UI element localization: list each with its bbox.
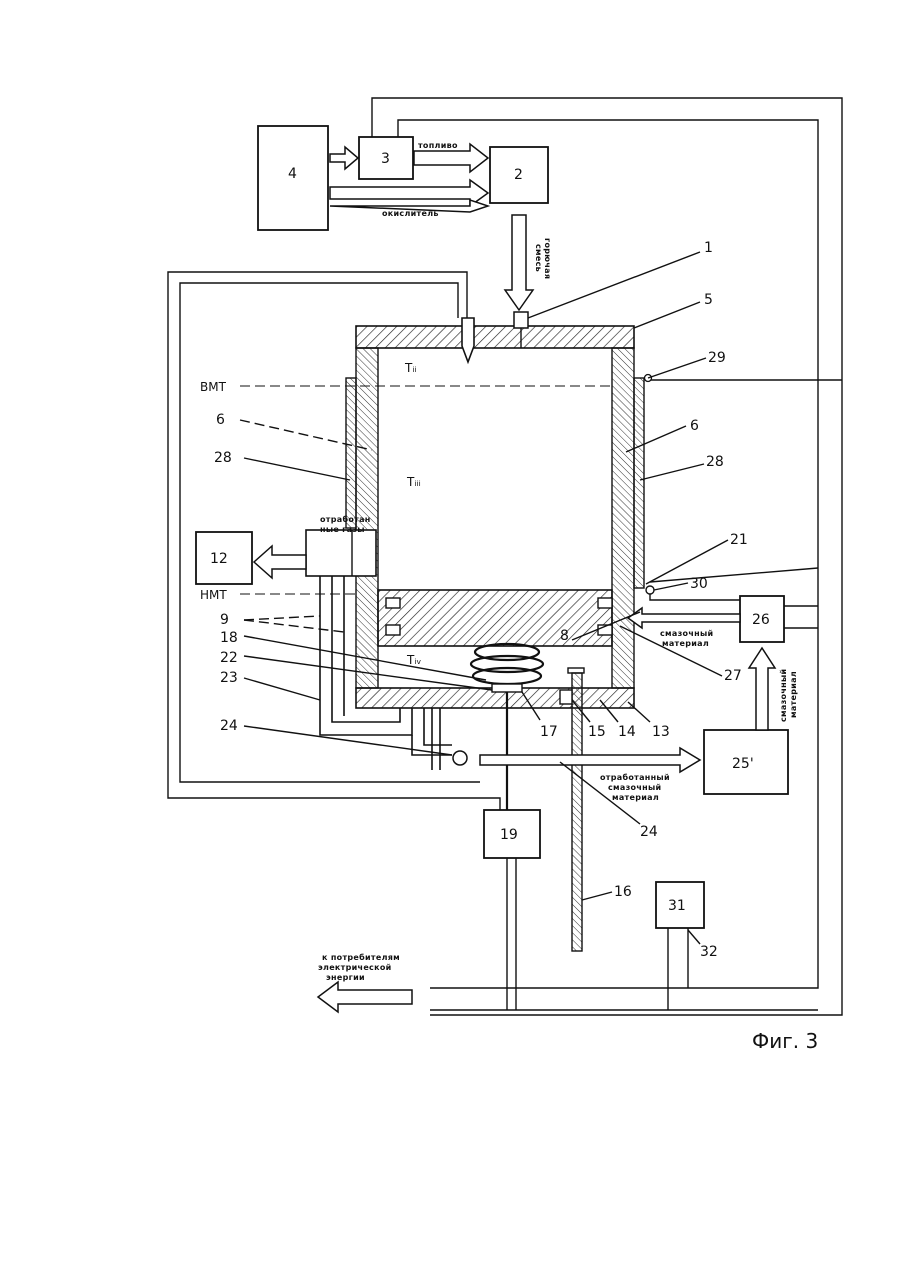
used-lube-label-3: материал — [612, 793, 659, 802]
box-26-label: 26 — [752, 612, 770, 628]
mixture-inlet — [514, 312, 528, 328]
box-4-label: 4 — [288, 166, 297, 182]
wire-30-26 — [650, 592, 740, 600]
drain-valve-24 — [453, 751, 467, 765]
t2-label: Tᵢᵢ — [404, 361, 417, 375]
figure-caption: Фиг. 3 — [752, 1029, 818, 1053]
used-lube-label-2: смазочный — [608, 783, 661, 792]
cylinder-wall-right — [612, 348, 634, 688]
lube-vert-label-2: материал — [789, 671, 798, 718]
exhaust-label-2: ные газы — [320, 525, 365, 534]
t3-label: Tᵢᵢᵢ — [406, 475, 421, 489]
rod-16 — [572, 673, 582, 951]
consumers-label-3: энергии — [326, 973, 365, 982]
piston-ring-left-bottom — [386, 625, 400, 635]
vmt-label: ВМТ — [200, 380, 227, 394]
ref-28-right: 28 — [706, 454, 724, 470]
ref-6-right: 6 — [690, 418, 699, 434]
wire-21 — [650, 568, 818, 582]
ref-17: 17 — [540, 724, 558, 740]
cylinder-head — [356, 326, 634, 348]
fuel-label: топливо — [418, 141, 458, 150]
ref-24-a: 24 — [220, 718, 238, 734]
nmt-label: НМТ — [200, 588, 227, 602]
drain-pipe-b — [424, 708, 452, 745]
mixture-label-1: горючая — [543, 238, 552, 279]
ref-1: 1 — [704, 240, 713, 256]
ref-6-left: 6 — [216, 412, 225, 428]
exhaust-port — [306, 530, 376, 576]
oxidizer-label: окислитель — [382, 209, 439, 218]
exhaust-label-1: отработан — [320, 514, 371, 524]
rod-16-head — [568, 668, 584, 673]
ref-9: 9 — [220, 612, 229, 628]
lube-in-label-2: материал — [662, 639, 709, 648]
ref-28-left: 28 — [214, 450, 232, 466]
ref-21: 21 — [730, 532, 748, 548]
used-lube-label-1: отработанный — [600, 772, 670, 782]
ref-30: 30 — [690, 576, 708, 592]
box-2-label: 2 — [514, 167, 523, 183]
t4-label: Tᵢᵥ — [406, 653, 421, 667]
consumers-label-1: к потребителям — [322, 952, 400, 962]
ref-14: 14 — [618, 724, 636, 740]
arrow-used-lube — [480, 748, 700, 772]
consumers-label-2: электрической — [318, 963, 392, 972]
box-3-label: 3 — [381, 151, 390, 167]
ref-23: 23 — [220, 670, 238, 686]
arrow-consumers — [318, 982, 412, 1012]
spring-seat — [492, 684, 522, 692]
lube-vert-label-1: смазочный — [779, 669, 788, 722]
spring — [471, 644, 543, 684]
jacket-right — [634, 378, 644, 588]
arrow-mixture — [505, 215, 533, 310]
control-wire-outer — [372, 98, 842, 1015]
piston-ring-right-top — [598, 598, 612, 608]
ref-5: 5 — [704, 292, 713, 308]
control-wire-inner — [398, 120, 818, 988]
ref-22: 22 — [220, 650, 238, 666]
arrow-lube-up — [749, 648, 775, 730]
jacket-left — [346, 378, 356, 528]
box-19-label: 19 — [500, 827, 518, 843]
ref-13: 13 — [652, 724, 670, 740]
box-25-label: 25' — [732, 756, 754, 772]
ref-27: 27 — [724, 668, 742, 684]
ref-24-b: 24 — [640, 824, 658, 840]
arrow-4-to-3 — [330, 147, 358, 169]
ref-29: 29 — [708, 350, 726, 366]
spark-plug — [462, 318, 474, 362]
lube-in-label-1: смазочный — [660, 629, 713, 638]
box-31-label: 31 — [668, 898, 686, 914]
piston-ring-left-top — [386, 598, 400, 608]
arrow-oxidizer-upper — [330, 180, 488, 206]
ref-32: 32 — [700, 944, 718, 960]
ref-18: 18 — [220, 630, 238, 646]
box-12-label: 12 — [210, 551, 228, 567]
arrow-exhaust — [254, 546, 306, 578]
ref-15: 15 — [588, 724, 606, 740]
seal-15 — [560, 690, 572, 704]
arrow-lube-in — [628, 608, 740, 628]
ref-16: 16 — [614, 884, 632, 900]
mixture-label-2: смесь — [534, 244, 543, 272]
sensor-30 — [646, 586, 654, 594]
ref-8: 8 — [560, 628, 569, 644]
